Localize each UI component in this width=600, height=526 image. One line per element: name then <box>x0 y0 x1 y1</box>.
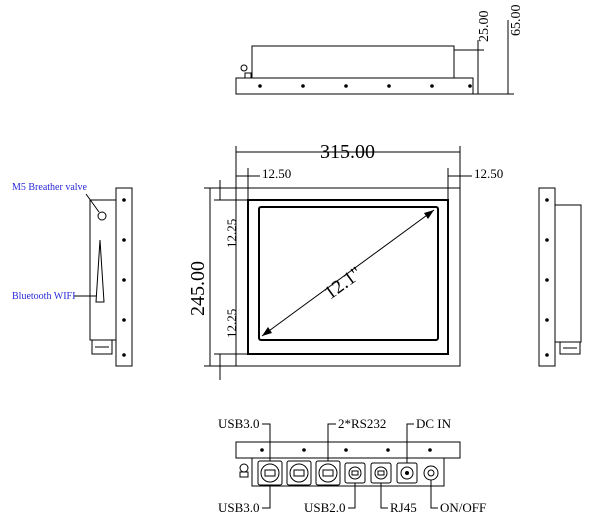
label-dc-in: DC IN <box>416 416 452 431</box>
connector-rj45 <box>370 462 392 484</box>
dim-top-65: 65.00 <box>509 5 524 37</box>
connector-dc-in <box>396 462 418 484</box>
label-usb30-top: USB3.0 <box>218 416 260 431</box>
dim-margin-bottom: 12.25 <box>224 309 239 338</box>
label-usb20: USB2.0 <box>304 500 346 515</box>
dim-margin-right: 12.50 <box>474 166 503 181</box>
top-view: 25.00 65.00 <box>235 5 524 95</box>
dim-margin-left: 12.50 <box>262 166 291 181</box>
label-rs232: 2*RS232 <box>338 416 386 431</box>
connector-rs232 <box>315 460 341 486</box>
label-rj45: RJ45 <box>390 500 417 515</box>
dim-height: 245.00 <box>187 261 209 316</box>
label-usb30-bottom: USB3.0 <box>218 500 260 515</box>
connector-usb20 <box>344 462 366 484</box>
front-view: 12.1" 315.00 12.50 12.50 245.00 12.25 12… <box>187 141 503 380</box>
io-view-screws <box>260 448 432 452</box>
left-side-screws <box>122 198 126 357</box>
connector-usb30-a <box>257 460 283 486</box>
io-view: USB3.0 2*RS232 DC IN USB3.0 USB2.0 RJ45 … <box>218 416 486 515</box>
right-side-view <box>538 187 582 367</box>
left-side-view: M5 Breather valve Bluetooth WIFI <box>12 182 133 367</box>
top-view-screws <box>258 84 472 88</box>
connector-usb30-b <box>286 460 312 486</box>
dim-margin-top: 12.25 <box>224 219 239 248</box>
label-bluetooth-wifi: Bluetooth WIFI <box>12 291 75 302</box>
dim-width: 315.00 <box>320 141 375 163</box>
dim-top-25: 25.00 <box>477 11 492 43</box>
right-side-screws <box>545 198 549 357</box>
label-on-off: ON/OFF <box>440 500 486 515</box>
label-breather-valve: M5 Breather valve <box>12 182 88 193</box>
